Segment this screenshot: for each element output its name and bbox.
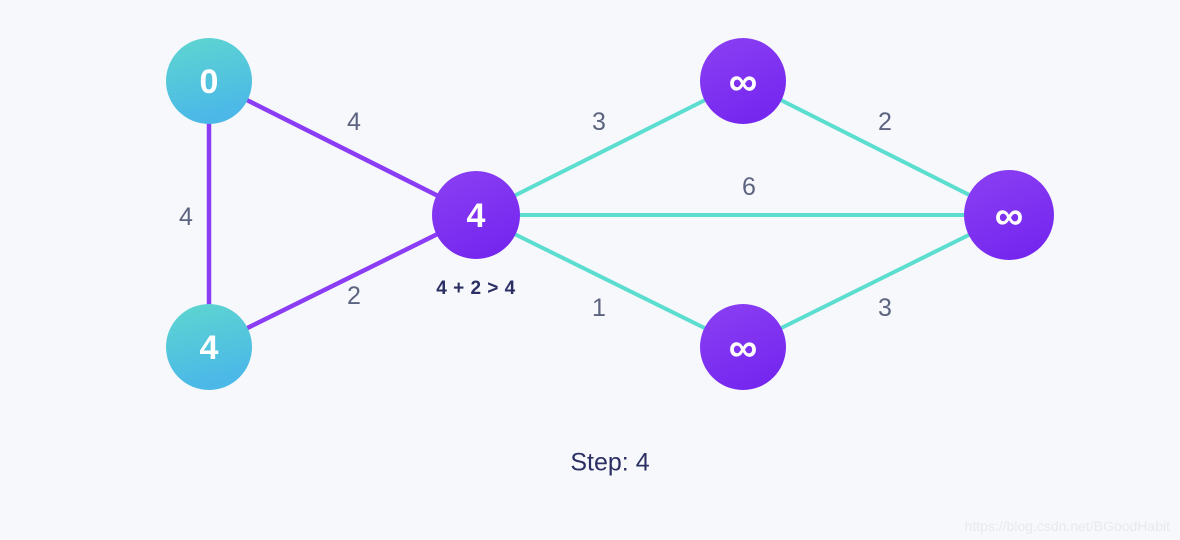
edge-4-to-inf-right-weight: 6 [742, 173, 756, 201]
node-current-4[interactable]: 4 [432, 171, 520, 259]
nodes-layer: 0 4 4 ∞ ∞ ∞ [166, 38, 1054, 390]
relaxation-annotation: 4 + 2 > 4 [436, 278, 516, 299]
edge-4-to-inf-top[interactable] [474, 79, 745, 217]
node-infinity-right-circle[interactable] [964, 170, 1054, 260]
step-counter-label: Step: 4 [570, 448, 650, 477]
node-infinity-bottom-circle[interactable] [700, 304, 786, 390]
node-settled-4-lower-left-circle[interactable] [166, 304, 252, 390]
edge-4-to-inf-bottom-weight: 1 [592, 294, 606, 322]
edge-inf-top-to-inf-right-weight: 2 [878, 108, 892, 136]
edge-inf-bottom-to-inf-right-weight: 3 [878, 294, 892, 322]
node-current-4-value: 4 [467, 197, 486, 235]
edge-4-to-4-center[interactable] [206, 212, 479, 350]
watermark-url: https://blog.csdn.net/BGoodHabit [964, 518, 1170, 534]
node-source-0-value: 0 [200, 63, 219, 101]
node-infinity-bottom-value: ∞ [729, 326, 758, 370]
node-infinity-top-value: ∞ [729, 60, 758, 104]
edge-0-to-4-center-weight: 4 [347, 108, 361, 136]
node-current-4-circle[interactable] [432, 171, 520, 259]
edge-0-to-4-left-weight: 4 [179, 203, 193, 231]
node-infinity-right[interactable]: ∞ [964, 170, 1054, 260]
edge-inf-top-to-inf-right[interactable] [741, 79, 1011, 217]
node-settled-4-lower-left[interactable]: 4 [166, 304, 252, 390]
edge-4-to-4-center-weight: 2 [347, 282, 361, 310]
edge-labels-layer: 4 4 2 3 6 1 2 3 [179, 108, 892, 322]
node-infinity-right-value: ∞ [995, 194, 1024, 238]
node-source-0[interactable]: 0 [166, 38, 252, 124]
edges-layer [206, 78, 1011, 350]
edge-inf-bottom-to-inf-right[interactable] [741, 213, 1011, 349]
node-infinity-bottom[interactable]: ∞ [700, 304, 786, 390]
node-infinity-top-circle[interactable] [700, 38, 786, 124]
node-source-0-circle[interactable] [166, 38, 252, 124]
edge-4-to-inf-top-weight: 3 [592, 108, 606, 136]
edge-0-to-4-center[interactable] [206, 78, 479, 218]
edge-4-to-inf-bottom[interactable] [474, 213, 745, 349]
node-settled-4-lower-left-value: 4 [200, 329, 219, 367]
node-infinity-top[interactable]: ∞ [700, 38, 786, 124]
